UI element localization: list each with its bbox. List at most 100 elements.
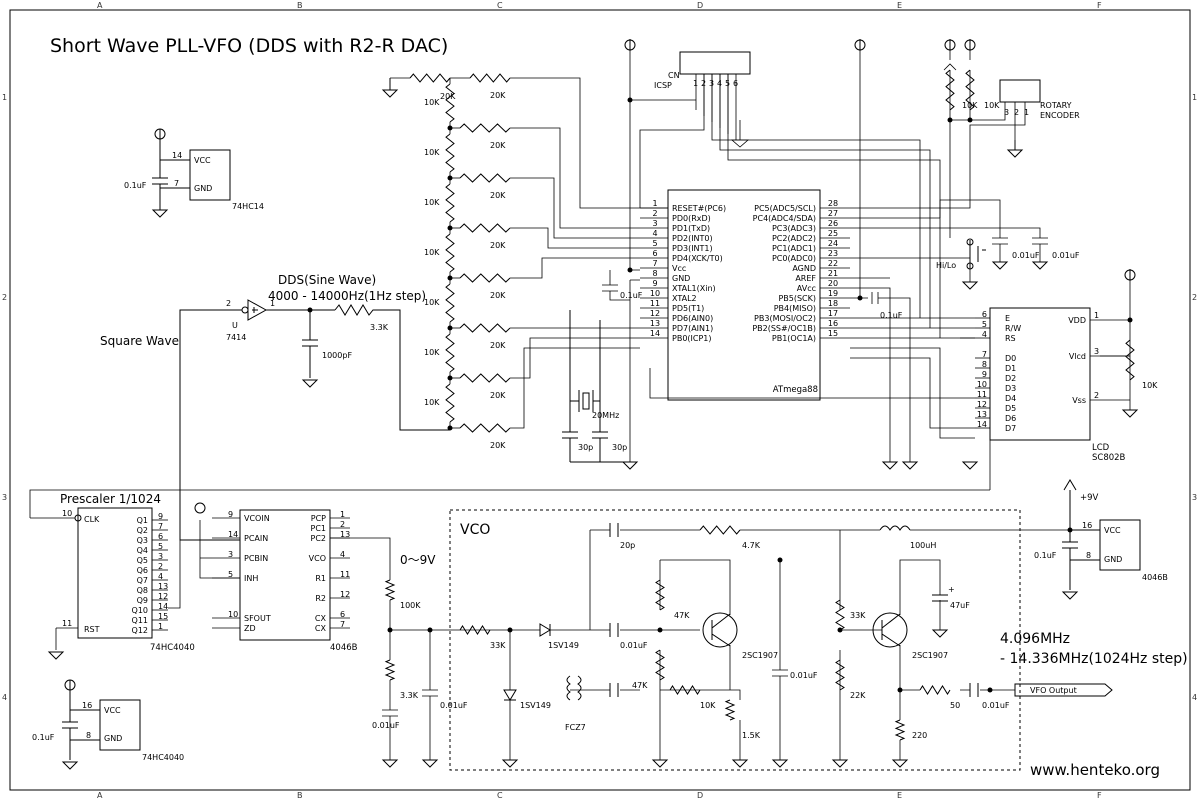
c4040-out-pin: 5 xyxy=(158,542,163,551)
svg-text:16: 16 xyxy=(82,701,92,710)
c4046-pin-name: CX xyxy=(315,624,327,633)
grid-row-right: 4 xyxy=(1192,693,1197,702)
svg-text:50: 50 xyxy=(950,701,960,710)
mcu-pin-name: PC1(ADC1) xyxy=(772,244,816,253)
c4040-out-name: Q11 xyxy=(132,616,148,625)
svg-text:8: 8 xyxy=(1086,551,1091,560)
c4046-pin-name: PCAIN xyxy=(244,534,268,543)
icsp-pin-number: 5 xyxy=(725,79,730,88)
mcu-pin-number: 16 xyxy=(828,319,838,328)
c4040-out-name: Q12 xyxy=(132,626,148,635)
square-wave-label: Square Wave xyxy=(100,334,179,348)
svg-text:3.3K: 3.3K xyxy=(400,691,419,700)
svg-text:33K: 33K xyxy=(850,611,866,620)
mcu-pin-number: 18 xyxy=(828,299,838,308)
mcu-pin-number: 15 xyxy=(828,329,838,338)
c4040-out-name: Q8 xyxy=(137,586,148,595)
svg-text:0.1uF: 0.1uF xyxy=(32,733,55,742)
mcu-pin-name: GND xyxy=(672,274,690,283)
mcu-pin-number: 1 xyxy=(652,199,657,208)
r2r-20k-label: 20K xyxy=(490,91,506,100)
grid-row-left: 2 xyxy=(2,293,7,302)
power-box-4046b: VCC GND 16 8 4046B 0.1uF +9V xyxy=(1034,479,1168,600)
mcu-pin-name: PB2(SS#/OC1B) xyxy=(752,324,816,333)
mcu-pin-name: PD3(INT1) xyxy=(672,244,713,253)
lcd-name: LCD xyxy=(1092,443,1110,453)
supply-9v-label: +9V xyxy=(1080,493,1099,503)
svg-text:220: 220 xyxy=(912,731,927,740)
grid-row-left: 1 xyxy=(2,93,7,102)
svg-text:VCC: VCC xyxy=(1104,526,1121,535)
lcd-pin-number: 2 xyxy=(1094,391,1099,400)
c4040-clk-name: CLK xyxy=(84,515,100,524)
svg-text:7414: 7414 xyxy=(226,333,246,342)
lcd-pin-name: D0 xyxy=(1005,354,1016,363)
mcu-pin-name: PB4(MISO) xyxy=(774,304,816,313)
c4040-rst-name: RST xyxy=(84,625,100,634)
mcu-pin-number: 6 xyxy=(652,249,657,258)
svg-text:VFO Output: VFO Output xyxy=(1030,686,1077,695)
grid-col-top: F xyxy=(1097,1,1102,10)
c4046-pin-name: PCBIN xyxy=(244,554,268,563)
lcd-pin-name: E xyxy=(1005,314,1010,323)
r2r-10k-label: 10K xyxy=(424,248,440,257)
svg-text:0.01uF: 0.01uF xyxy=(372,721,400,730)
c4040-clk-pin: 10 xyxy=(62,509,72,518)
svg-text:1.5K: 1.5K xyxy=(742,731,761,740)
c4046-pin-number: 10 xyxy=(228,610,238,619)
power-box-74hc4040: VCC GND 16 8 74HC4040 0.1uF xyxy=(32,679,184,770)
svg-text:8: 8 xyxy=(86,731,91,740)
lcd-pin-number: 13 xyxy=(977,410,987,419)
vco-range-1: 4.096MHz xyxy=(1000,631,1070,647)
svg-text:4046B: 4046B xyxy=(1142,573,1168,582)
c-1000pf: 1000pF xyxy=(322,351,352,360)
grid-row-right: 2 xyxy=(1192,293,1197,302)
lcd-pin-name: D6 xyxy=(1005,414,1016,423)
mcu-pin-name: PB5(SCK) xyxy=(778,294,816,303)
mcu-pin-name: PD1(TxD) xyxy=(672,224,710,233)
mcu-pin-name: AVcc xyxy=(797,284,816,293)
c4046-pin-number: 3 xyxy=(228,550,233,559)
vco-range-2: - 14.336MHz(1024Hz step) xyxy=(1000,651,1188,667)
vco-block-border xyxy=(449,509,1021,771)
lcd-pin-number: 12 xyxy=(977,400,987,409)
mcu-pin-name: PD0(RxD) xyxy=(672,214,711,223)
c4046-pin-name: R2 xyxy=(315,594,326,603)
ic-4046b xyxy=(239,509,331,641)
grid-col-bottom: C xyxy=(497,791,503,800)
mcu-name: ATmega88 xyxy=(773,385,818,395)
c4040-out-pin: 3 xyxy=(158,552,163,561)
c4040-out-name: Q10 xyxy=(132,606,148,615)
grid-col-bottom: F xyxy=(1097,791,1102,800)
grid-col-top: E xyxy=(897,1,902,10)
svg-text:ROTARY: ROTARY xyxy=(1040,101,1072,110)
lcd-pin-name: Vss xyxy=(1072,396,1086,405)
svg-text:33K: 33K xyxy=(490,641,506,650)
mcu-pin-name: PC4(ADC4/SDA) xyxy=(753,214,816,223)
c4046-pin-number: 9 xyxy=(228,510,233,519)
lcd-pin-number: 9 xyxy=(982,370,987,379)
svg-text:10K: 10K xyxy=(700,701,716,710)
mcu-pin-number: 11 xyxy=(650,299,660,308)
c4046-pin-name: PCP xyxy=(311,514,326,523)
grid-row-right: 3 xyxy=(1192,493,1197,502)
svg-text:20p: 20p xyxy=(620,541,635,550)
mcu-pin-number: 14 xyxy=(650,329,660,338)
c4040-out-pin: 1 xyxy=(158,622,163,631)
svg-text:2SC1907: 2SC1907 xyxy=(742,651,778,660)
lcd-pin-number: 11 xyxy=(977,390,987,399)
vco-components xyxy=(702,525,911,648)
mcu-pin-name: PC2(ADC2) xyxy=(772,234,816,243)
c4046-pin-number: 2 xyxy=(340,520,345,529)
vco-label: VCO xyxy=(460,522,490,538)
c4046-pin-number: 5 xyxy=(228,570,233,579)
mcu-pin-number: 3 xyxy=(652,219,657,228)
grid-row-left: 4 xyxy=(2,693,7,702)
mcu-pin-name: XTAL2 xyxy=(672,294,697,303)
r2r-20k-top: 20K xyxy=(440,92,456,101)
mcu-pin-number: 27 xyxy=(828,209,838,218)
lcd-pin-number: 4 xyxy=(982,330,987,339)
svg-text:FCZ7: FCZ7 xyxy=(565,723,586,732)
svg-text:GND: GND xyxy=(104,734,122,743)
